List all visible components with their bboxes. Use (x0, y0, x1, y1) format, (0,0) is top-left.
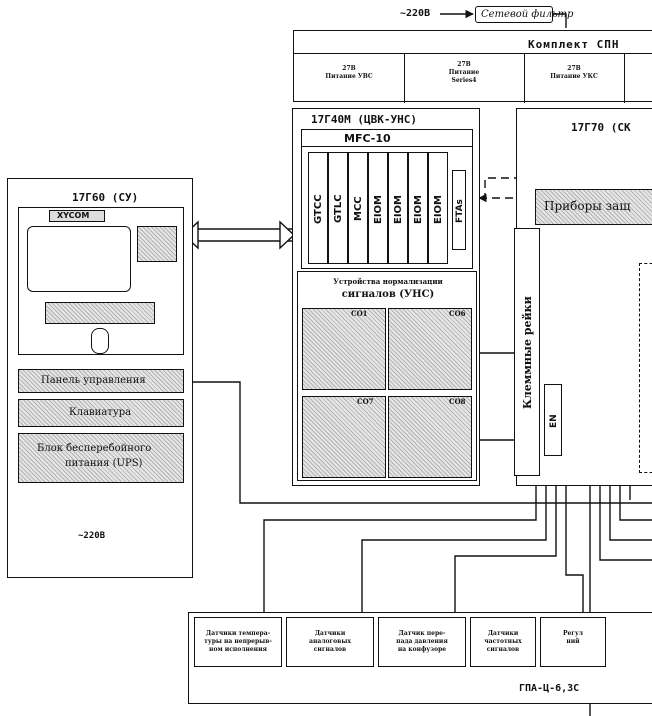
sensor-label-line1: Датчики темпера- (205, 630, 271, 637)
su-terminal: XYCOM (18, 207, 184, 355)
spn-kit: Комплект СПН 27В Питание УВС 27В Питание… (293, 30, 652, 103)
mfc-card: GTLC (328, 152, 348, 264)
sensor-row: Датчики темпера-туры на непрерыв-ном исп… (194, 617, 652, 667)
keyboard-label: Клавиатура (69, 407, 132, 418)
mfc-rack: MFC-10 GTCC GTLC MCC EIOM EIOM EIOM EIOM FTAs (301, 129, 473, 269)
sensor-label-line3: сигналов (486, 646, 520, 653)
mfc-card-label: GTCC (313, 194, 324, 224)
spn-title: Комплект СПН (528, 38, 620, 51)
sensor-box: Датчики темпера-туры на непрерыв-ном исп… (194, 617, 282, 667)
ftas-label: FTAs (455, 199, 465, 223)
sensor-label-line2: пада давления (396, 638, 448, 645)
protection-devices: Приборы защ (535, 189, 652, 225)
ups-block[interactable]: Блок бесперебойного питания (UPS) (18, 433, 184, 483)
skz-title: 17Г70 (СК (571, 121, 631, 134)
sensor-label-line2: аналоговых (309, 638, 351, 645)
mfc-card: EIOM (408, 152, 428, 264)
keyboard[interactable]: Клавиатура (18, 399, 184, 427)
mfc-card: EIOM (388, 152, 408, 264)
uns-title-line2: сигналов (УНС) (341, 289, 435, 300)
mfc-card-label: EIOM (433, 194, 444, 224)
inner-panel (639, 263, 652, 473)
su-side-panel (137, 226, 177, 262)
bus-link (186, 228, 292, 242)
spn-cell-3: 27В Питание УКС (524, 53, 625, 103)
network-filter: Сетевой фильтр (475, 6, 573, 23)
ftas-box: FTAs (452, 170, 466, 250)
tsvk-title: 17Г40М (ЦВК-УНС) (311, 113, 417, 126)
en-box: EN (544, 384, 562, 456)
sensor-label-line3: ном исполнения (209, 646, 267, 653)
gpa-label: ГПА-Ц-6,3С (519, 683, 580, 694)
sensor-label-line3: на конфузоре (397, 646, 447, 653)
tsvk-block: 17Г40М (ЦВК-УНС) MFC-10 GTCC GTLC MCC EIOM E… (292, 108, 480, 486)
su-screen (27, 226, 131, 292)
mfc-card-label: EIOM (413, 194, 424, 224)
sensor-label-line3: сигналов (313, 646, 347, 653)
sensor-label-line1: Датчики (314, 630, 346, 637)
mfc-card: GTCC (308, 152, 328, 264)
mfc-card-label: GTLC (333, 194, 344, 224)
mfc-card: EIOM (368, 152, 388, 264)
control-panel-label: Панель управления (41, 375, 146, 386)
sensor-label-line1: Регул (562, 630, 584, 637)
spn-cell-2: 27В Питание Series4 (404, 53, 525, 103)
mfc-card: EIOM (428, 152, 448, 264)
mfc-cards: GTCC GTLC MCC EIOM EIOM EIOM EIOM (308, 152, 448, 264)
uns-module-co1: CO1 (302, 308, 386, 390)
xycom-label: XYCOM (57, 211, 90, 220)
top-voltage-label: ~220В (400, 8, 431, 19)
ups-label-line1: Блок бесперебойного (37, 443, 152, 454)
mfc-title: MFC-10 (344, 132, 391, 145)
su-voltage-label: ~220В (78, 531, 106, 541)
su-keypad (45, 302, 155, 324)
network-filter-label: Сетевой фильтр (481, 9, 574, 20)
sensor-label-line2: туры на непрерыв- (204, 638, 272, 645)
mfc-card-label: EIOM (373, 194, 384, 224)
su-mouse (91, 328, 109, 354)
sensor-label-line2: ний (566, 638, 580, 645)
su-block: 17Г60 (СУ) XYCOM Панель управления Клави… (7, 178, 193, 578)
uns-rack: Устройства нормализации сигналов (УНС) C… (297, 271, 477, 481)
sensor-label-line1: Датчики (487, 630, 519, 637)
xycom-label-box: XYCOM (49, 210, 105, 222)
uns-module-co8: CO8 (388, 396, 472, 478)
uns-module-co7: CO7 (302, 396, 386, 478)
su-title: 17Г60 (СУ) (72, 191, 139, 204)
mfc-card-label: MCC (353, 196, 364, 222)
uns-title-line1: Устройства нормализации (333, 277, 443, 286)
terminal-rail: Клеммные рейки (514, 228, 540, 476)
spn-cell-1: 27В Питание УВС (294, 53, 405, 103)
control-panel[interactable]: Панель управления (18, 369, 184, 393)
protection-devices-label: Приборы защ (544, 199, 631, 213)
terminal-rail-label: Клеммные рейки (521, 296, 534, 410)
sensor-label-line1: Датчик пере- (398, 630, 446, 637)
ups-label-line2: питания (UPS) (65, 458, 143, 469)
mfc-card-label: EIOM (393, 194, 404, 224)
uns-module-co6: CO6 (388, 308, 472, 390)
mfc-card: MCC (348, 152, 368, 264)
en-label: EN (549, 414, 559, 428)
sensor-label-line2: частотных (484, 638, 522, 645)
